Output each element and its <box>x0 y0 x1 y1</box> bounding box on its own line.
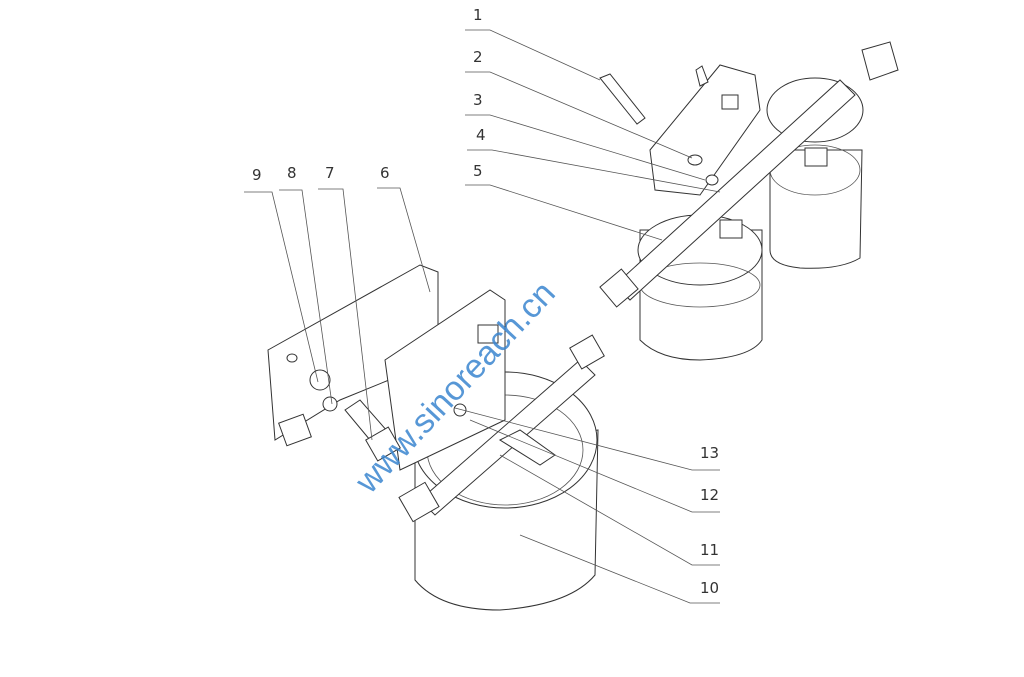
callout-8: 8 <box>287 164 297 182</box>
lower-filter-assembly <box>267 264 605 611</box>
callout-11: 11 <box>700 541 719 559</box>
callout-5: 5 <box>473 162 483 180</box>
callout-13: 13 <box>700 444 719 462</box>
callout-12: 12 <box>700 486 719 504</box>
callout-numbers: 1 2 3 4 5 6 7 8 9 10 11 12 13 <box>252 6 719 597</box>
callout-3: 3 <box>473 91 483 109</box>
callout-2: 2 <box>473 48 483 66</box>
callout-4: 4 <box>476 126 486 144</box>
callout-7: 7 <box>325 164 335 182</box>
callout-1: 1 <box>473 6 483 24</box>
callout-9: 9 <box>252 166 262 184</box>
callout-6: 6 <box>380 164 390 182</box>
leader-lines <box>244 29 721 604</box>
callout-10: 10 <box>700 579 719 597</box>
upper-filter-assembly <box>599 41 899 361</box>
